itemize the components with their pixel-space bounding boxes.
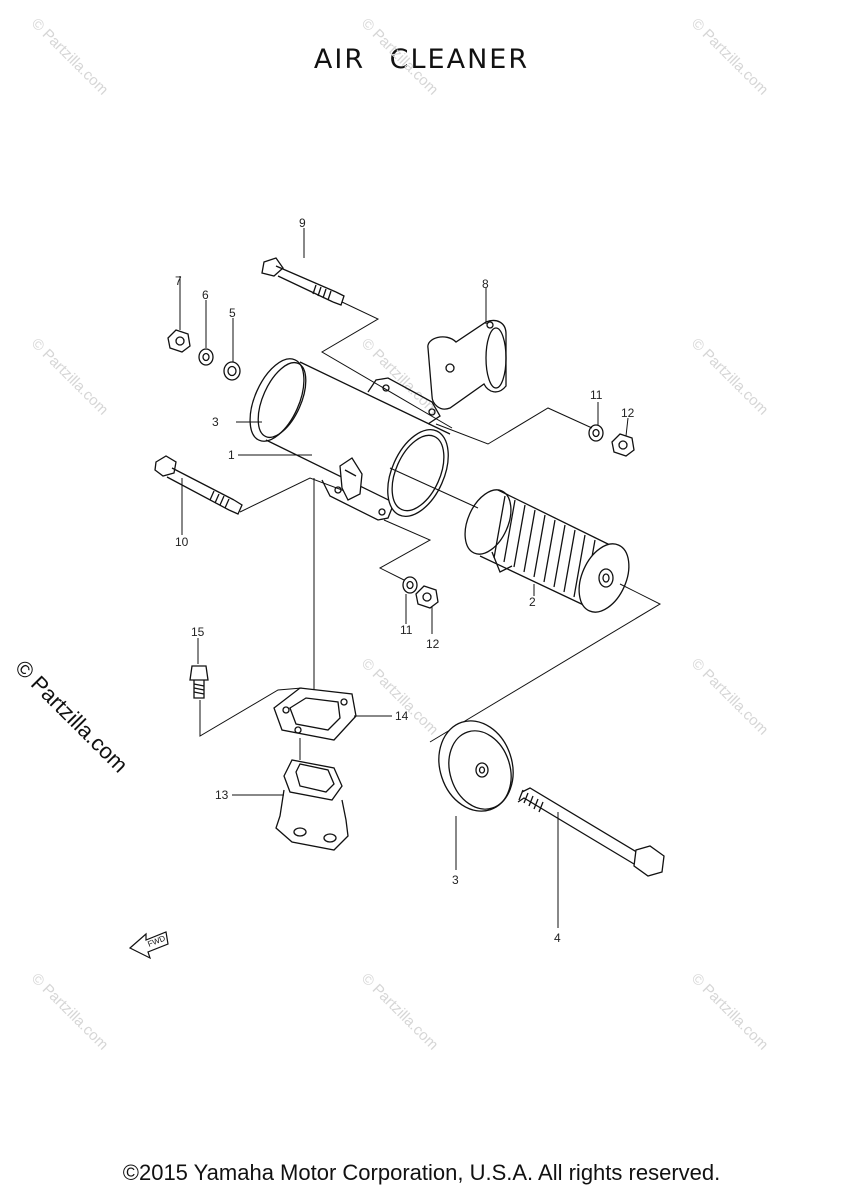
part-2-filter-element[interactable]	[456, 483, 639, 620]
callout-12-lower: 12	[426, 637, 440, 651]
leader-line-9	[321, 301, 453, 429]
leader-line-15	[199, 687, 303, 737]
callout-7: 7	[175, 274, 182, 288]
callout-12-upper: 12	[621, 406, 635, 420]
callout-2: 2	[529, 595, 536, 609]
callout-1: 1	[228, 448, 235, 462]
callout-3-upper: 3	[212, 415, 219, 429]
callout-6: 6	[202, 288, 209, 302]
part-12-nut-lower[interactable]	[415, 585, 439, 609]
copyright-footer: ©2015 Yamaha Motor Corporation, U.S.A. A…	[122, 1160, 721, 1185]
callout-3-lower: 3	[452, 873, 459, 887]
part-1-air-cleaner-case[interactable]	[239, 351, 460, 526]
callout-13: 13	[215, 788, 229, 802]
callout-11-upper: 11	[590, 388, 603, 402]
diagram-title: AIR CLEANER	[313, 44, 530, 75]
callout-11-lower: 11	[400, 623, 413, 637]
part-14-gasket[interactable]	[273, 687, 357, 741]
leader-line-11-12-lower	[378, 519, 432, 581]
leader-line-2	[389, 467, 479, 509]
part-10-bolt[interactable]	[154, 455, 243, 515]
part-7-nut[interactable]	[167, 329, 191, 353]
callout-10: 10	[175, 535, 189, 549]
callout-5: 5	[229, 306, 236, 320]
part-5-washer[interactable]	[223, 361, 241, 381]
leader-line-2-3	[429, 583, 662, 743]
part-12-nut-upper[interactable]	[611, 433, 635, 457]
part-3-end-cap[interactable]	[428, 711, 525, 821]
callout-9: 9	[299, 216, 306, 230]
callout-14: 14	[395, 709, 409, 723]
part-4-long-bolt[interactable]	[517, 787, 665, 877]
part-13-joint[interactable]	[275, 759, 349, 851]
part-11-washer-upper[interactable]	[588, 424, 604, 442]
forward-direction-arrow-icon: FWD	[128, 931, 169, 960]
part-6-washer[interactable]	[198, 348, 214, 366]
part-8-bracket[interactable]	[427, 319, 507, 410]
part-11-washer-lower[interactable]	[402, 576, 418, 594]
callout-15: 15	[191, 625, 205, 639]
leader-line-11-12-upper	[435, 407, 593, 445]
callout-8: 8	[482, 277, 489, 291]
part-15-screw[interactable]	[189, 665, 209, 699]
callout-4: 4	[554, 931, 561, 945]
part-9-bolt[interactable]	[261, 257, 345, 306]
leader-line-10	[239, 477, 351, 513]
